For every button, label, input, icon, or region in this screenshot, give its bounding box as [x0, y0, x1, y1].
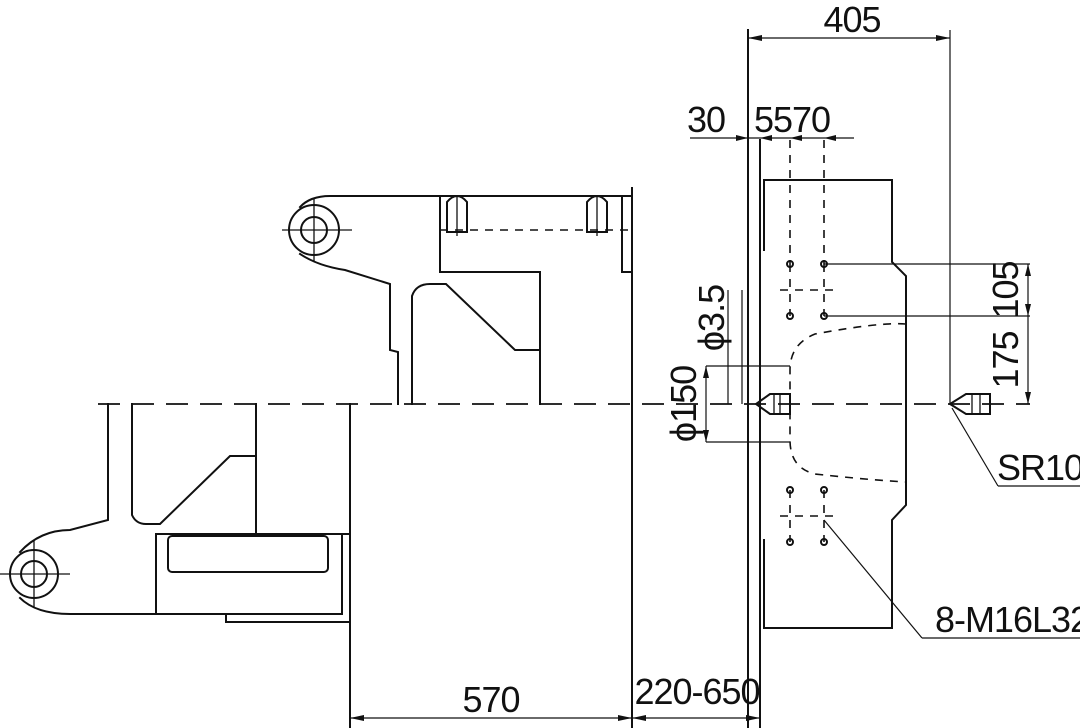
label-sr10: SR10 [997, 447, 1080, 488]
label-220-650: 220-650 [634, 671, 759, 712]
nozzle-left [754, 393, 791, 415]
dim-phi150: ϕ150 [663, 366, 709, 442]
platen [706, 29, 907, 728]
leader-sr10: SR10 [951, 407, 1080, 488]
upper-toggle-arm [282, 187, 633, 728]
label-5570: 5570 [754, 99, 830, 140]
label-phi150: ϕ150 [663, 366, 704, 442]
dim-405: 405 [748, 0, 951, 404]
label-175: 175 [985, 331, 1026, 388]
label-405: 405 [823, 0, 880, 40]
dim-220-650: 220-650 [632, 671, 761, 721]
dim-570: 570 [350, 679, 632, 721]
lower-toggle-arm [0, 403, 351, 728]
dim-30-5570: 30 5570 [687, 99, 854, 141]
label-phi35: ϕ3.5 [691, 285, 732, 351]
label-570: 570 [462, 679, 519, 720]
label-bolts: 8-M16L32 [935, 599, 1080, 640]
label-105: 105 [985, 261, 1026, 318]
label-30: 30 [687, 99, 725, 140]
dim-phi35: ϕ3.5 [691, 285, 743, 404]
leader-bolts: 8-M16L32 [823, 519, 1080, 640]
dim-105-175: 105 175 [824, 261, 1031, 404]
nozzle-right [948, 393, 991, 415]
